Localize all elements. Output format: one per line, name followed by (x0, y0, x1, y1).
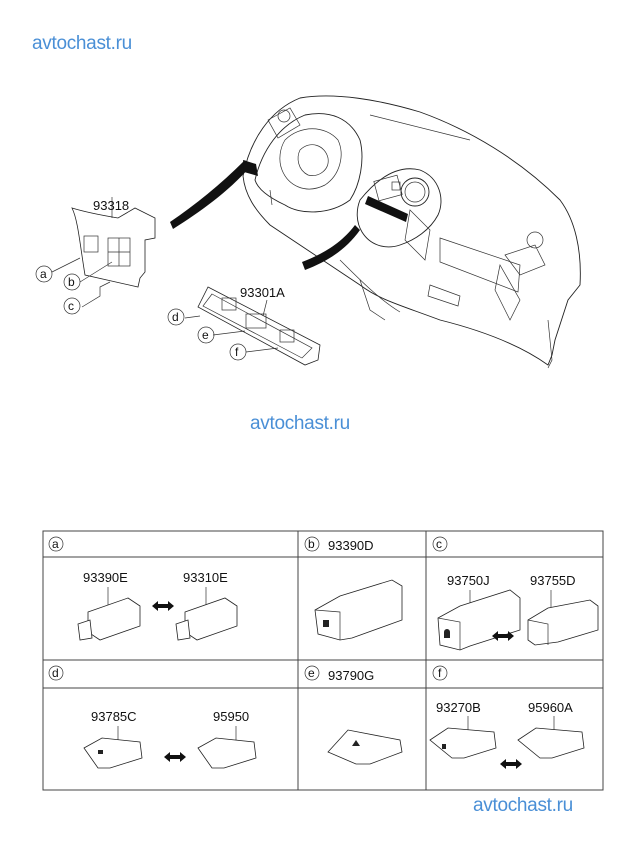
lock-icon (323, 620, 329, 627)
double-arrow-icon (152, 601, 174, 611)
switch-bracket-93301A: 93301A (197, 285, 321, 366)
cell-d-content: 93785C 95950 (83, 709, 257, 769)
marker-f: f (235, 345, 239, 359)
part-93310E: 93310E (183, 570, 228, 585)
cell-e-part: 93790G (328, 668, 374, 683)
cell-f-content: 93270B 95960A (429, 700, 585, 769)
cell-b-part: 93390D (328, 538, 374, 553)
cell-c-marker: c (436, 537, 442, 551)
marker-b: b (68, 275, 75, 289)
switch-panel-93318: 93318 (71, 197, 156, 288)
cell-c-content: 93750J 93755D (437, 573, 599, 651)
cell-a-content: 93390E 93310E (77, 570, 238, 641)
part-95950: 95950 (213, 709, 249, 724)
part-95960A: 95960A (528, 700, 573, 715)
cell-a-marker: a (52, 537, 59, 551)
arrow-to-left-panel (170, 160, 250, 229)
double-arrow-icon (500, 759, 522, 769)
cell-e-marker: e (308, 666, 315, 680)
person-icon (444, 629, 450, 638)
marker-d: d (172, 310, 179, 324)
hazard-triangle-icon (352, 740, 360, 746)
part-93755D: 93755D (530, 573, 576, 588)
part-93785C: 93785C (91, 709, 137, 724)
cell-b-content (314, 579, 403, 641)
watermark-middle: avtochast.ru (250, 413, 350, 434)
dashboard-illustration (170, 95, 581, 369)
marker-e: e (202, 328, 209, 342)
cell-f-marker: f (438, 666, 442, 680)
double-arrow-icon (164, 752, 186, 762)
part-93270B: 93270B (436, 700, 481, 715)
marker-a: a (40, 267, 47, 281)
table-markers: a b c d e f 93390D 93790G (48, 536, 448, 683)
parts-table (42, 530, 604, 791)
cell-b-marker: b (308, 537, 315, 551)
watermark-bottom: avtochast.ru (473, 795, 573, 816)
part-93750J: 93750J (447, 573, 490, 588)
part-93390E: 93390E (83, 570, 128, 585)
marker-callouts: a b c d e f (35, 257, 279, 361)
cell-d-marker: d (52, 666, 59, 680)
double-arrow-icon (492, 631, 514, 641)
watermark-top: avtochast.ru (32, 33, 132, 54)
marker-c: c (68, 299, 74, 313)
arrow-to-center-panel (302, 225, 360, 270)
callout-93318: 93318 (93, 198, 129, 213)
callout-93301A: 93301A (240, 285, 285, 300)
cell-e-content (327, 729, 403, 765)
